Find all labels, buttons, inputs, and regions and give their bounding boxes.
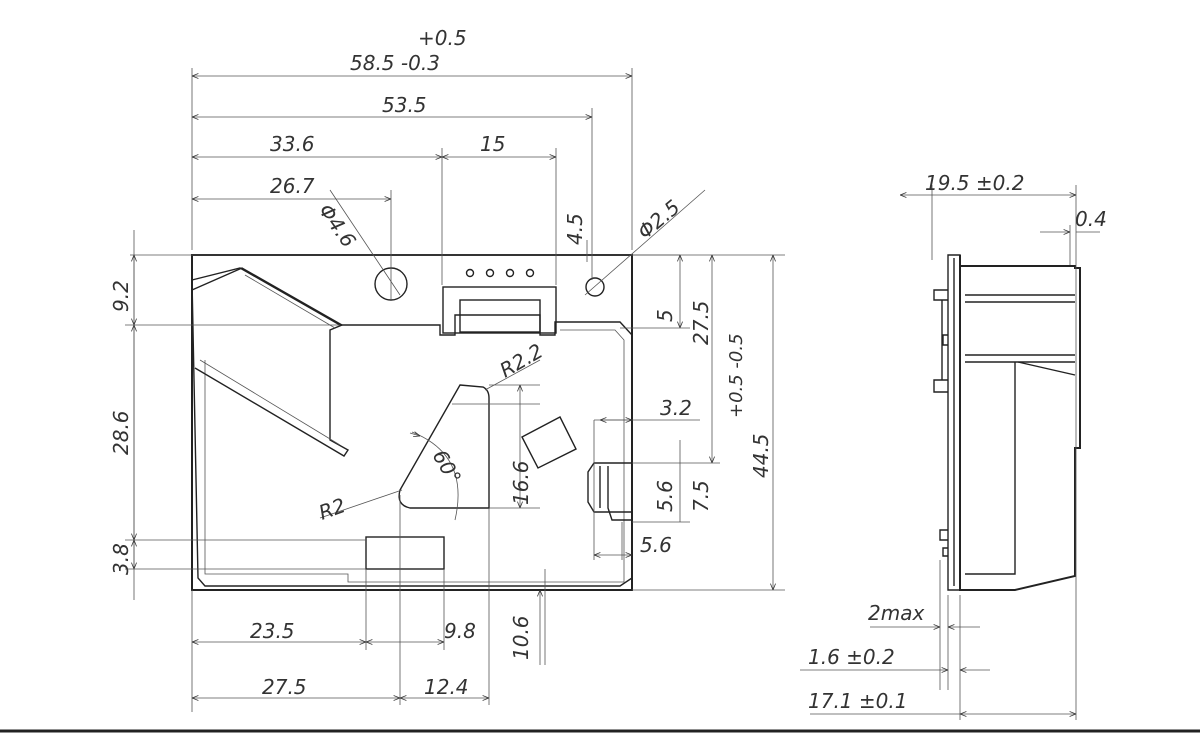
dim-5-6-horizontal: 5.6 [640, 533, 672, 557]
side-tabs [933, 289, 948, 557]
dim-3-2: 3.2 [660, 396, 692, 420]
dim-26-7: 26.7 [270, 174, 315, 198]
dim-2max: 2max [868, 601, 924, 625]
dim-r-2: R2 [316, 493, 349, 525]
dim-27-5-vertical: 27.5 [689, 300, 713, 345]
dim-width-tol-upper: +0.5 [418, 26, 467, 50]
left-dimensions [125, 230, 366, 600]
dim-10-6: 10.6 [509, 615, 533, 660]
dim-15: 15 [480, 132, 505, 156]
inner-cavity-outline [191, 267, 633, 587]
dim-23-5: 23.5 [250, 619, 295, 643]
side-body-outline [959, 255, 1081, 591]
inner-cavity-line [204, 329, 625, 583]
pin-dot-4 [525, 268, 535, 278]
side-plate [947, 254, 961, 591]
dim-33-6: 33.6 [270, 132, 315, 156]
dim-height-tol: +0.5 -0.5 [726, 333, 747, 418]
dim-53-5: 53.5 [382, 93, 427, 117]
connector-top-inner [459, 299, 541, 333]
dim-r-2-2: R2.2 [496, 339, 548, 383]
dim-3-8: 3.8 [109, 543, 133, 575]
mount-hole-small [585, 277, 605, 297]
dim-1-6: 1.6 ±0.2 [808, 645, 895, 669]
pin-dot-2 [485, 268, 495, 278]
pin-dot-3 [505, 268, 515, 278]
bottom-dimensions [191, 495, 546, 712]
pin-dot-1 [465, 268, 475, 278]
triangle-lens [398, 384, 490, 509]
connector-right [587, 462, 632, 521]
dim-12-4: 12.4 [424, 675, 469, 699]
dim-9-2: 9.2 [109, 280, 133, 312]
dim-16-6: 16.6 [509, 460, 533, 505]
dim-width-main: 58.5 -0.3 [350, 51, 440, 75]
dim-17-1: 17.1 ±0.1 [808, 689, 907, 713]
dim-5: 5 [653, 309, 677, 322]
dim-height-main: 44.5 [749, 433, 773, 478]
right-dimensions [593, 254, 785, 591]
dim-depth: 19.5 ±0.2 [925, 171, 1024, 195]
connector-top-outer [442, 286, 557, 334]
side-view: 19.5 ±0.2 0.4 2max 1.6 ±0.2 17.1 ±0.1 [800, 171, 1107, 720]
dim-28-6: 28.6 [109, 410, 133, 455]
light-channel [191, 267, 350, 457]
front-view: +0.5 58.5 -0.3 53.5 33.6 15 26.7 Φ4.6 Φ2… [109, 26, 785, 712]
dim-0-4: 0.4 [1075, 207, 1107, 231]
light-channel-inner [199, 274, 341, 446]
bottom-window [365, 536, 445, 570]
dim-9-8: 9.8 [444, 619, 476, 643]
dim-hole-small: Φ2.5 [633, 195, 685, 244]
dim-27-5-horizontal: 27.5 [262, 675, 307, 699]
dim-4-5: 4.5 [563, 213, 587, 245]
dim-5-6-vertical: 5.6 [653, 480, 677, 512]
dim-angle-60: 60° [428, 446, 467, 489]
dim-7-5: 7.5 [689, 480, 713, 512]
side-dimensions [800, 185, 1100, 720]
tilted-component [521, 416, 577, 469]
top-dimensions [130, 68, 680, 300]
